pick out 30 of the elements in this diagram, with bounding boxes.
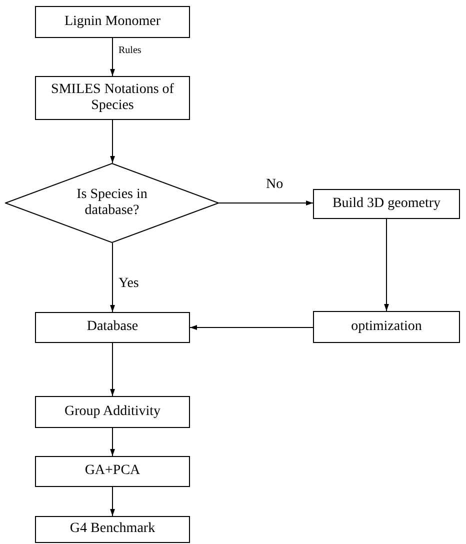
edge-label: Rules xyxy=(118,45,142,56)
process-box xyxy=(35,396,190,428)
arrow xyxy=(110,120,115,164)
process-box xyxy=(35,456,190,487)
arrow xyxy=(110,38,115,76)
node-label: G4 Benchmark xyxy=(70,521,156,538)
node-label: optimization xyxy=(351,318,422,336)
node-label: Database xyxy=(86,319,138,336)
arrow xyxy=(110,242,115,312)
process-box xyxy=(35,76,190,120)
edge-label: No xyxy=(266,177,284,193)
arrow xyxy=(218,200,314,206)
arrow xyxy=(110,342,115,396)
process-box xyxy=(35,6,190,38)
node-label: Lignin Monomer xyxy=(64,14,161,30)
process-box xyxy=(35,312,190,343)
process-box xyxy=(313,189,460,219)
arrow xyxy=(110,486,115,516)
node-label: Is Species in database? xyxy=(76,186,148,220)
node-label: SMILES Notations of Species xyxy=(50,82,175,114)
node-label: GA+PCA xyxy=(84,463,140,480)
arrow xyxy=(110,428,115,456)
node-label: Group Additivity xyxy=(64,404,161,420)
arrow xyxy=(384,218,389,312)
edge-label: Yes xyxy=(118,276,139,292)
process-box xyxy=(35,516,190,543)
node-label: Build 3D geometry xyxy=(332,196,441,212)
process-box xyxy=(313,311,460,343)
decision-diamond xyxy=(5,163,219,243)
arrow xyxy=(190,325,314,330)
